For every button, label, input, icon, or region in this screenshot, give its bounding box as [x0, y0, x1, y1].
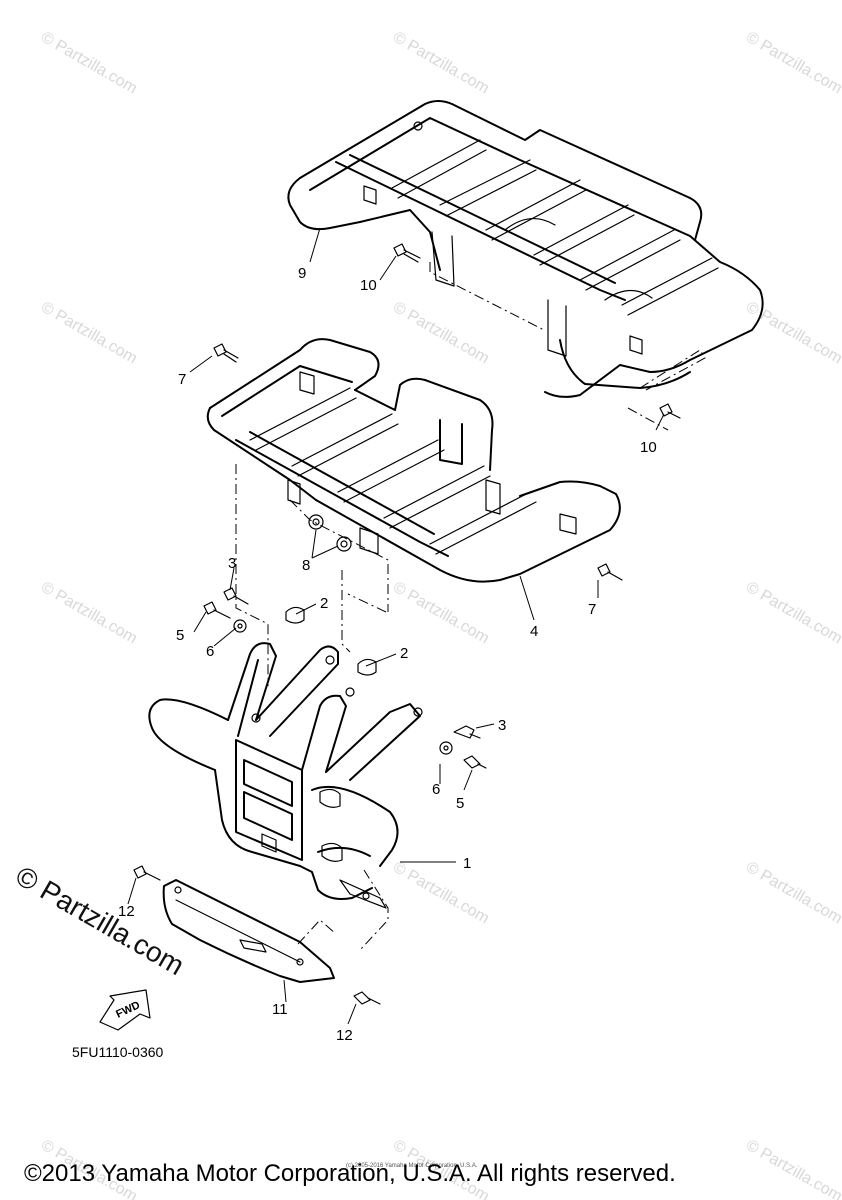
watermark-text: © Partzilla.com: [38, 579, 140, 648]
callout-6b: 6: [432, 781, 440, 798]
callout-8: 8: [302, 557, 310, 574]
callout-2a: 2: [320, 595, 328, 612]
bolt-12-left: [133, 865, 161, 881]
copyright-notice: ©2013 Yamaha Motor Corporation, U.S.A. A…: [24, 1160, 676, 1187]
bolt-3-left: [223, 587, 249, 605]
washer-6-left: [233, 619, 247, 633]
callout-3b: 3: [498, 717, 506, 734]
callout-7b: 7: [588, 601, 596, 618]
bolt-10-top: [393, 243, 421, 263]
callout-10b: 10: [640, 439, 657, 456]
watermark-text: © Partzilla.com: [390, 29, 492, 98]
callout-6a: 6: [206, 643, 214, 660]
watermark-text: © Partzilla.com: [743, 299, 842, 368]
watermark-text: © Partzilla.com: [743, 29, 842, 98]
bolt-7-left: [213, 343, 239, 363]
watermark-text: © Partzilla.com: [743, 1137, 842, 1200]
watermark-text: © Partzilla.com: [38, 299, 140, 368]
bolt-5-right: [463, 755, 487, 769]
watermark-text: © Partzilla.com: [743, 579, 842, 648]
fine-print: (c) 2005-2016 Yamaha Motor Corporation, …: [346, 1163, 478, 1169]
callout-10a: 10: [360, 277, 377, 294]
washer-6-right: [439, 741, 453, 755]
callout-7a: 7: [178, 371, 186, 388]
bolt-7-right: [597, 563, 623, 581]
callout-9: 9: [298, 265, 306, 282]
callout-12a: 12: [118, 903, 135, 920]
grommet-2-a: [285, 606, 305, 624]
bolt-3-right: [453, 725, 481, 739]
rear-carrier: [287, 100, 764, 398]
watermark-text: © Partzilla.com: [390, 859, 492, 928]
callouts: 1 2 2 3 3 4 5 5 6 6 7 7 8 9 10 10 11 12 …: [118, 265, 657, 1044]
front-carrier: [206, 338, 621, 583]
skid-plate: [162, 879, 335, 983]
callout-5b: 5: [456, 795, 464, 812]
callout-3a: 3: [228, 555, 236, 572]
fwd-label: FWD: [114, 999, 142, 1020]
diagram-part-code: 5FU1110-0360: [72, 1044, 164, 1060]
bolt-12-bottom: [353, 991, 381, 1005]
callout-4: 4: [530, 623, 538, 640]
bolt-10-right: [659, 403, 681, 419]
front-guard: [148, 642, 423, 909]
callout-1: 1: [463, 855, 471, 872]
fwd-arrow-icon: FWD: [99, 989, 151, 1031]
callout-12b: 12: [336, 1027, 353, 1044]
nut-8: [308, 514, 352, 552]
watermark-text: © Partzilla.com: [390, 579, 492, 648]
fasteners: [133, 243, 681, 1005]
watermark-text: © Partzilla.com: [38, 29, 140, 98]
grommet-2-b: [357, 658, 377, 676]
leader-lines: [127, 227, 665, 1025]
callout-2b: 2: [400, 645, 408, 662]
bolt-5-left: [203, 601, 231, 619]
callout-5a: 5: [176, 627, 184, 644]
reference-lines: [235, 262, 706, 951]
watermark-text: © Partzilla.com: [390, 299, 492, 368]
callout-11: 11: [272, 1001, 288, 1018]
watermark-text: © Partzilla.com: [743, 859, 842, 928]
